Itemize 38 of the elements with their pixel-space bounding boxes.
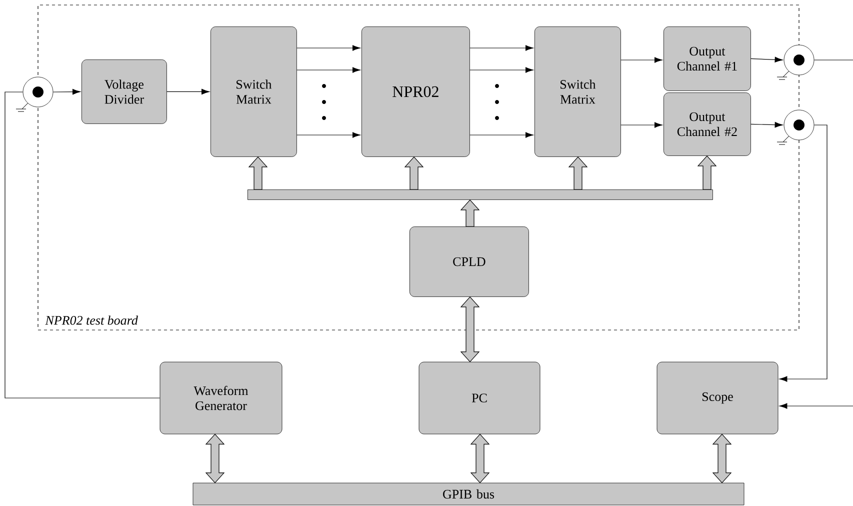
connector-symbol [22,76,54,108]
bus-bar [248,190,713,200]
block-box: Waveform Generator [160,362,282,434]
block-box: Voltage Divider [82,60,167,124]
block-box: NPR02 [362,26,470,157]
arrow [750,56,783,62]
arrow [779,124,828,382]
bus-arrow [697,155,717,190]
block-box: Switch Matrix [210,26,297,157]
arrow [52,88,80,95]
arrow [470,67,534,73]
bus-bar: GPIB bus [192,482,744,506]
arrow [296,132,360,138]
connector-symbol [784,44,814,76]
bus-arrow [712,434,732,484]
arrow [166,88,210,94]
block-box: Output Channel #2 [664,92,751,156]
block-box: Output Channel #1 [664,26,751,91]
arrow [470,132,534,138]
bus-arrow [460,199,480,227]
bus-arrow [470,434,490,484]
bus-arrow [460,296,480,362]
block-box: Scope [656,362,778,434]
arrow [779,403,853,409]
bus-arrow [205,434,225,484]
bus-arrow [404,156,424,190]
arrow [620,122,662,128]
arrow [750,122,783,128]
connector-symbol [784,110,814,140]
bus-arrow [568,156,588,190]
block-box: PC [418,362,540,434]
block-box: Switch Matrix [534,26,621,157]
bus-arrow [248,156,268,190]
arrow [470,45,534,51]
block-box: CPLD [410,226,529,297]
arrow [296,45,360,51]
arrow [620,57,662,63]
arrow [296,67,360,73]
